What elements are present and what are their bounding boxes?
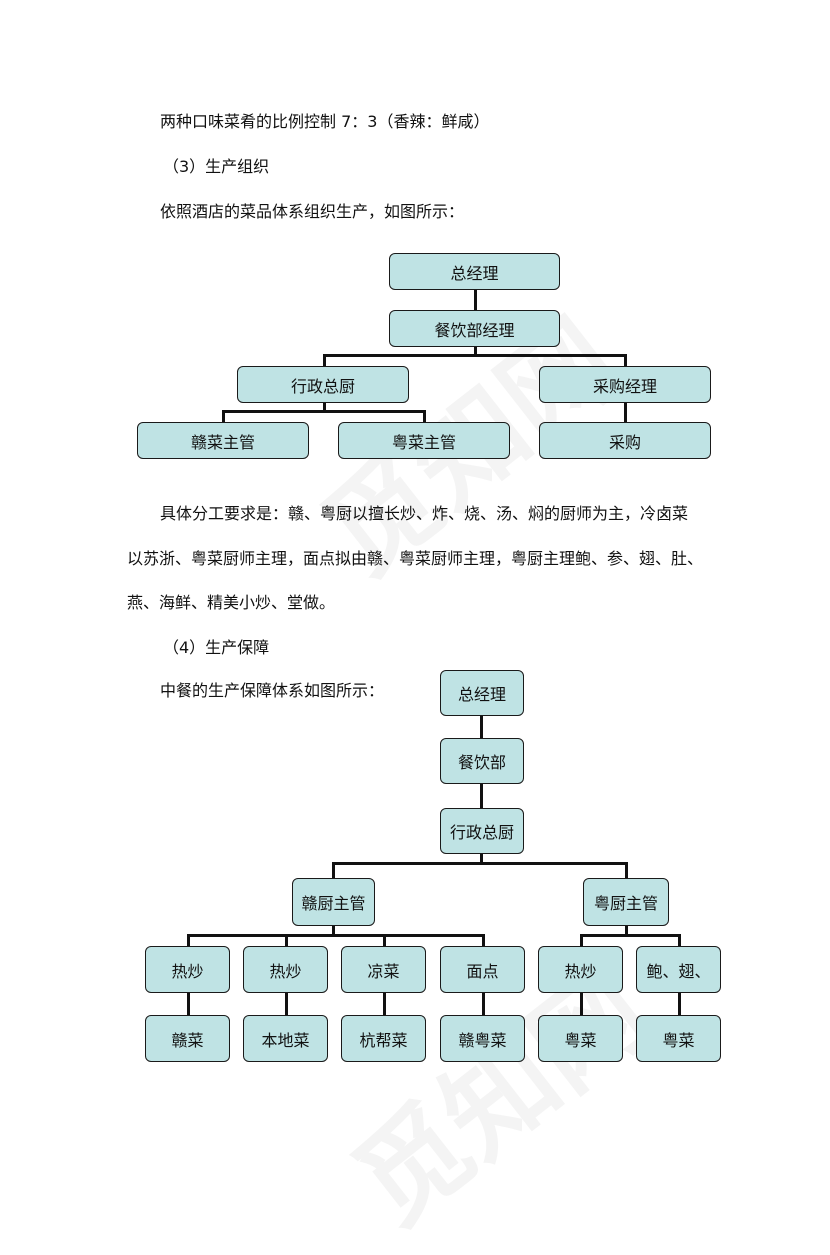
node-gan-cuisine-supervisor: 赣菜主管 [137, 422, 309, 459]
node-yue-cuisine-supervisor: 粤菜主管 [338, 422, 510, 459]
paragraph-division-line1: 具体分工要求是：赣、粤厨以擅长炒、炸、烧、汤、焖的厨师为主，冷卤菜 [160, 504, 689, 523]
node-cuisine-local: 本地菜 [243, 1015, 328, 1062]
node-cuisine-hangbang: 杭帮菜 [341, 1015, 426, 1062]
node-purchasing: 采购 [539, 422, 711, 459]
node-cuisine-yue: 粤菜 [538, 1015, 623, 1062]
node-fb-department: 餐饮部 [440, 738, 524, 784]
node-cuisine-gan-yue: 赣粤菜 [440, 1015, 525, 1062]
node-station-abalone-shark-fin: 鲍、翅、 [636, 946, 721, 993]
node-station-hot-stirfry: 热炒 [243, 946, 328, 993]
node-cuisine-yue: 粤菜 [636, 1015, 721, 1062]
node-yue-chef-supervisor: 粤厨主管 [583, 878, 669, 926]
paragraph-division-line3: 燕、海鲜、精美小炒、堂做。 [127, 593, 336, 612]
paragraph-intro-chart1: 依照酒店的菜品体系组织生产，如图所示： [160, 202, 465, 221]
node-fb-manager: 餐饮部经理 [389, 310, 560, 347]
section-heading-production-support: （4）生产保障 [163, 638, 270, 657]
node-station-pastry: 面点 [440, 946, 525, 993]
node-station-hot-stirfry: 热炒 [538, 946, 623, 993]
node-general-manager: 总经理 [389, 253, 560, 290]
node-executive-chef: 行政总厨 [237, 366, 409, 403]
node-general-manager: 总经理 [440, 670, 524, 716]
node-station-cold-dishes: 凉菜 [341, 946, 426, 993]
node-gan-chef-supervisor: 赣厨主管 [292, 878, 375, 926]
paragraph-division-line2: 以苏浙、粤菜厨师主理，面点拟由赣、粤菜厨师主理，粤厨主理鲍、参、翅、肚、 [127, 549, 704, 568]
paragraph-intro-chart2: 中餐的生产保障体系如图所示： [160, 681, 385, 700]
node-station-hot-stirfry: 热炒 [145, 946, 230, 993]
node-purchasing-manager: 采购经理 [539, 366, 711, 403]
paragraph-ratio: 两种口味菜肴的比例控制 7：3（香辣：鲜咸） [160, 112, 490, 131]
node-executive-chef: 行政总厨 [440, 808, 524, 854]
node-cuisine-gan: 赣菜 [145, 1015, 230, 1062]
section-heading-production-org: （3）生产组织 [163, 157, 270, 176]
